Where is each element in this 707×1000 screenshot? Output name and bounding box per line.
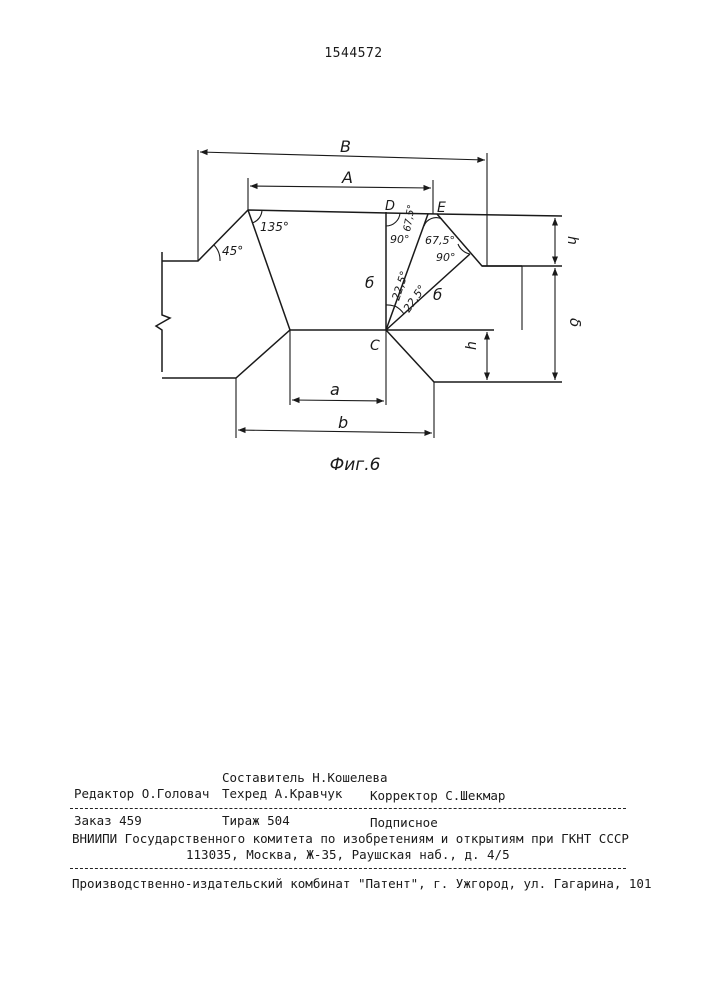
divider-2 bbox=[70, 868, 626, 869]
imprint-corrector: Корректор С.Шекмар bbox=[370, 788, 505, 803]
upper-profile bbox=[162, 210, 522, 266]
label-angle-135: 135° bbox=[260, 220, 289, 234]
imprint-techred: Техред А.Кравчук bbox=[222, 786, 342, 801]
figure-caption: Фиг.6 bbox=[300, 455, 410, 475]
imprint-subscription: Подписное bbox=[370, 815, 438, 830]
label-D: D bbox=[385, 199, 395, 214]
label-h-lower: h bbox=[464, 341, 480, 350]
label-side-b2: б bbox=[433, 286, 442, 304]
label-E: E bbox=[437, 200, 446, 216]
label-side-b: б bbox=[365, 274, 374, 292]
label-h-upper: h bbox=[564, 236, 580, 245]
label-a: a bbox=[330, 380, 340, 399]
divider-1 bbox=[70, 808, 626, 809]
label-angle-90-left: 90° bbox=[390, 233, 410, 246]
label-B: B bbox=[340, 137, 351, 156]
imprint-institution: ВНИИПИ Государственного комитета по изоб… bbox=[72, 831, 629, 846]
label-C: C bbox=[370, 338, 380, 354]
imprint-compiler: Составитель Н.Кошелева bbox=[222, 770, 388, 785]
label-delta: δ bbox=[566, 318, 584, 327]
imprint-editor: Редактор О.Головач bbox=[74, 786, 209, 801]
label-angle-67-5: 67,5° bbox=[425, 234, 455, 247]
label-b: b bbox=[338, 413, 348, 432]
label-angle-90-right: 90° bbox=[436, 251, 456, 264]
lower-profile bbox=[162, 330, 562, 382]
imprint-circulation: Тираж 504 bbox=[222, 813, 290, 828]
label-angle-67-5-top: 67,5° bbox=[402, 204, 418, 233]
label-angle-45: 45° bbox=[222, 244, 243, 258]
imprint-address: 113035, Москва, Ж-35, Раушская наб., д. … bbox=[186, 847, 510, 862]
label-A: A bbox=[341, 168, 353, 187]
imprint-printer: Производственно-издательский комбинат "П… bbox=[72, 876, 651, 891]
imprint-order: Заказ 459 bbox=[74, 813, 142, 828]
break-line bbox=[156, 252, 170, 372]
